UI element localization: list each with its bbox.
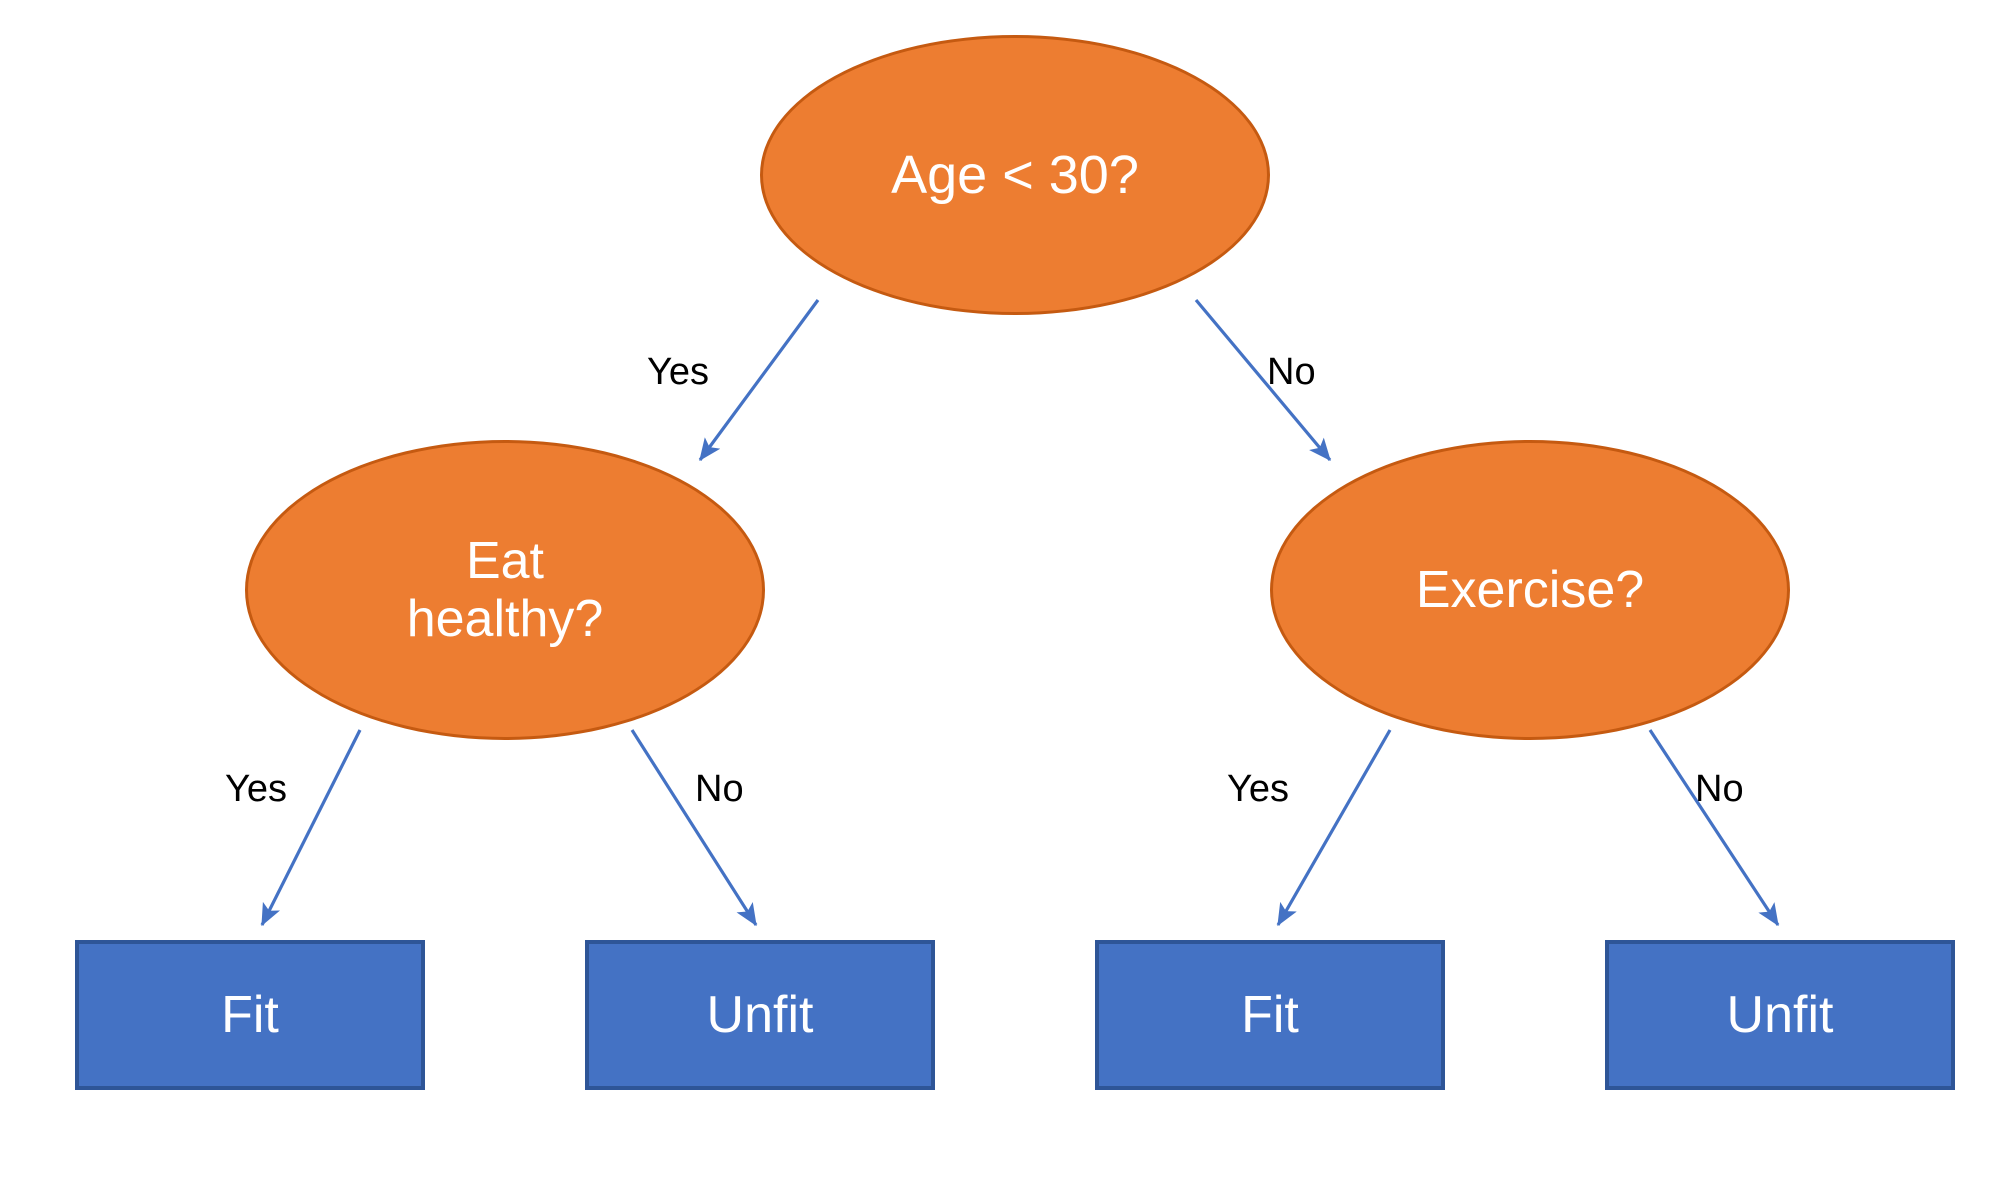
decision-node-age[interactable]: Age < 30? [760, 35, 1270, 315]
edge-label-exercise-yes: Yes [1227, 768, 1289, 810]
decision-node-eat-healthy-label: Eat healthy? [406, 531, 604, 648]
decision-node-exercise[interactable]: Exercise? [1270, 440, 1790, 740]
leaf-node-unfit-right[interactable]: Unfit [1605, 940, 1955, 1090]
leaf-node-unfit-right-label: Unfit [1726, 986, 1834, 1044]
leaf-node-fit-left[interactable]: Fit [75, 940, 425, 1090]
edge-exercise-to-unfit [1648, 729, 1780, 927]
decision-node-eat-healthy[interactable]: Eat healthy? [245, 440, 765, 740]
leaf-node-fit-left-label: Fit [221, 986, 279, 1044]
leaf-node-fit-right-label: Fit [1241, 986, 1299, 1044]
edge-root-to-eat-healthy [698, 299, 820, 462]
edge-eat-healthy-to-fit [260, 729, 362, 927]
leaf-node-fit-right[interactable]: Fit [1095, 940, 1445, 1090]
edge-label-root-yes: Yes [647, 351, 709, 393]
edge-eat-healthy-to-unfit [630, 729, 758, 927]
edge-exercise-to-fit [1276, 729, 1392, 927]
leaf-node-unfit-left-label: Unfit [706, 986, 814, 1044]
leaf-node-unfit-left[interactable]: Unfit [585, 940, 935, 1090]
edge-label-eat-healthy-no: No [695, 768, 744, 810]
edge-label-root-no: No [1267, 351, 1316, 393]
edge-label-eat-healthy-yes: Yes [225, 768, 287, 810]
edge-label-exercise-no: No [1695, 768, 1744, 810]
decision-node-age-label: Age < 30? [891, 144, 1139, 205]
decision-node-exercise-label: Exercise? [1415, 560, 1645, 619]
